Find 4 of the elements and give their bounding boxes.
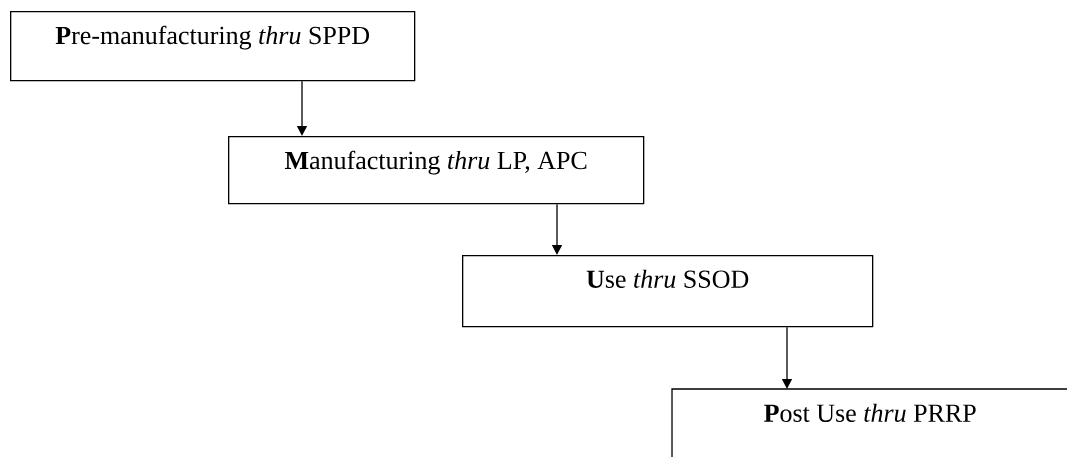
process-box: Pre-manufacturing thru SPPD: [10, 11, 416, 82]
process-box: Post Use thru PRRP: [671, 388, 1067, 457]
process-box: Manufacturing thru LP, APC: [228, 136, 645, 205]
process-box: Use thru SSOD: [462, 255, 874, 328]
